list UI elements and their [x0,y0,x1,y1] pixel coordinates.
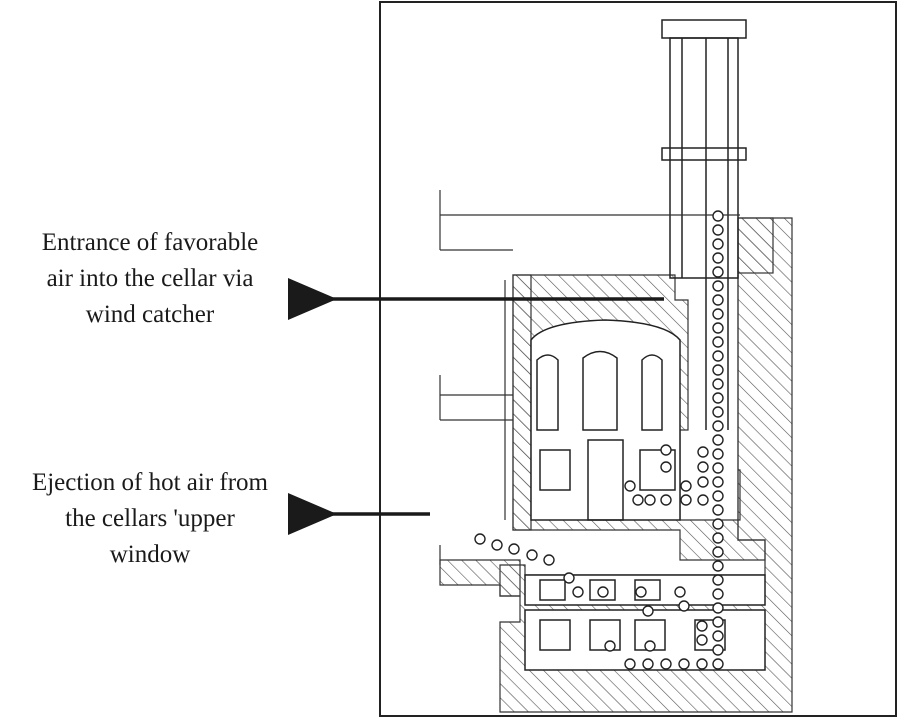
annotation-line: Entrance of favorable [41,229,259,256]
airflow-circles [474,210,724,670]
annotation-line: the cellars 'upper [65,505,235,532]
annotation-hot-air-ejection: Ejection of hot air from the cellars 'up… [0,465,300,573]
annotation-line: window [109,541,191,568]
figure-frame [379,1,897,717]
annotation-line: air into the cellar via [46,265,254,292]
inner-spaces [524,319,766,671]
adjacent-structure [439,190,740,565]
annotation-line: wind catcher [85,301,215,328]
wind-catcher-tower [661,19,747,430]
annotation-line: Ejection of hot air from [31,469,269,496]
annotation-wind-catcher-entry: Entrance of favorable air into the cella… [0,225,300,333]
